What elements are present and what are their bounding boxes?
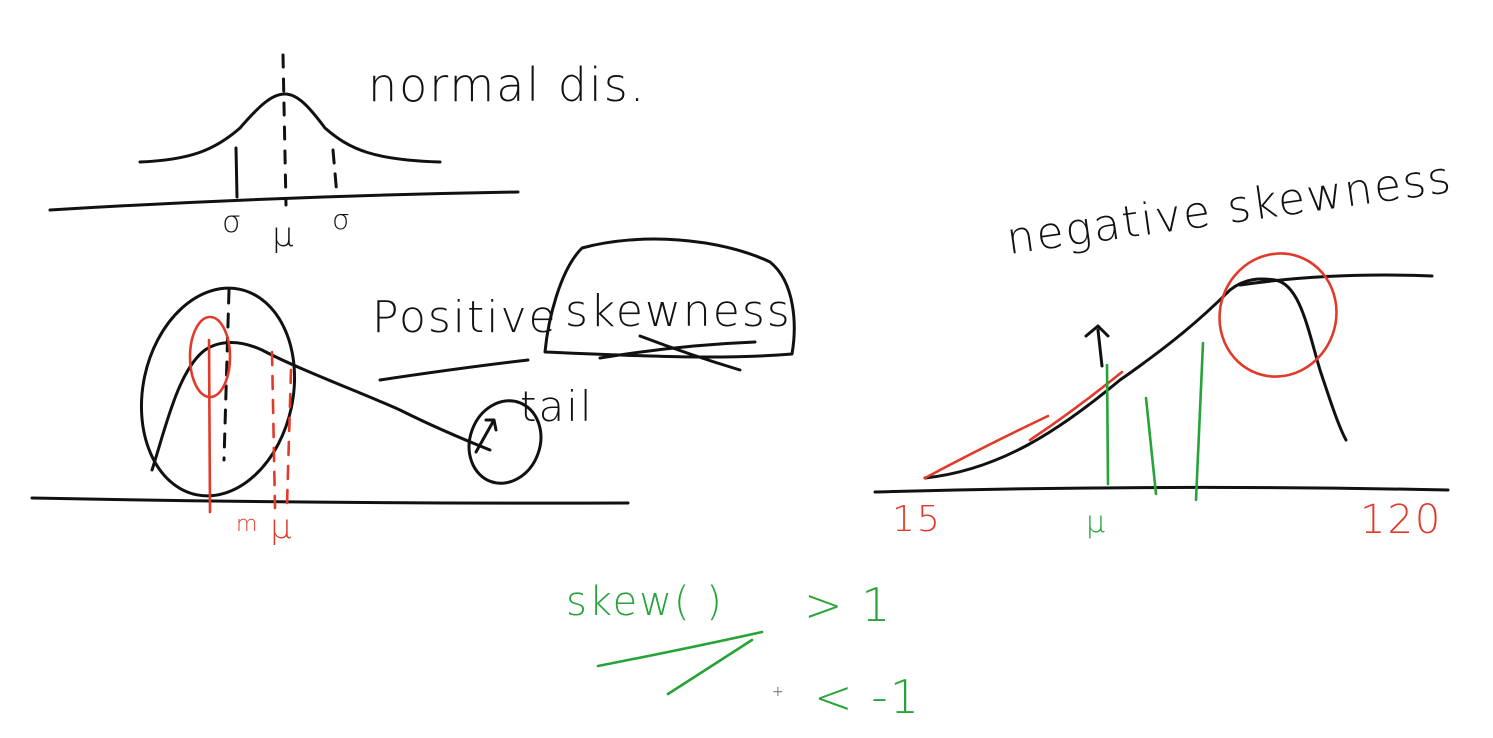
normal-right-sigma-line xyxy=(331,148,339,198)
red-mean-line-a xyxy=(270,350,277,510)
skew-greater-than-label: > 1 xyxy=(804,578,893,632)
mode-region-circle xyxy=(139,286,297,498)
negative-axis-max-label: 120 xyxy=(1360,497,1443,543)
normal-bell-curve xyxy=(138,92,442,164)
red-mode-line xyxy=(207,338,212,514)
negative-skewness-sketch xyxy=(873,252,1450,502)
normal-mean-dashed-line xyxy=(281,53,288,207)
positive-axis-mu-label: μ xyxy=(270,507,294,547)
skew-less-than-label: < -1 xyxy=(814,670,922,724)
tail-circle xyxy=(467,399,543,485)
normal-axis-sigma-left: σ xyxy=(222,205,244,240)
positive-skewness-title-word2: skewness xyxy=(565,286,792,337)
tail-pointer-arrow xyxy=(474,418,498,454)
negative-skewed-curve xyxy=(923,277,1348,480)
positive-skewness-sketch xyxy=(30,237,796,514)
green-median-line xyxy=(1144,396,1158,496)
formula-underline xyxy=(596,630,764,668)
positive-axis-line xyxy=(30,496,630,505)
red-left-tail-stroke-b xyxy=(1028,370,1124,442)
negative-axis-line xyxy=(873,485,1450,494)
normal-axis-mu: μ xyxy=(272,215,296,255)
skewness-underline xyxy=(598,340,757,360)
normal-axis-line xyxy=(48,190,520,212)
tail-label: tail xyxy=(520,382,594,431)
normal-distribution-title: normal dis. xyxy=(368,58,647,112)
red-mean-line-b xyxy=(285,368,293,507)
positive-axis-mode-label: m xyxy=(236,512,260,537)
skew-formula-strokes xyxy=(596,630,764,696)
normal-left-sigma-line xyxy=(234,146,239,199)
skewness-cross-stroke xyxy=(638,334,742,372)
title-underline xyxy=(378,358,530,382)
skewness-box xyxy=(543,237,796,359)
positive-skewed-curve xyxy=(150,341,492,472)
negative-peak-line xyxy=(1238,273,1434,287)
normal-axis-sigma-right: σ xyxy=(332,203,352,236)
green-mode-line xyxy=(1194,341,1205,502)
skew-function-label: skew( ) xyxy=(566,579,724,625)
formula-diagonal xyxy=(666,638,754,696)
negative-axis-min-label: 15 xyxy=(892,499,942,540)
negative-pointer-arrow xyxy=(1084,324,1110,368)
green-mean-line xyxy=(1105,363,1110,486)
positive-mode-dashed-line xyxy=(222,288,231,462)
positive-skewness-title-word1: Positive xyxy=(372,292,558,343)
negative-axis-mu-label: μ xyxy=(1086,505,1108,540)
normal-distribution-sketch xyxy=(48,53,520,212)
negative-peak-red-circle xyxy=(1218,252,1338,378)
crosshair-cursor-icon: + xyxy=(772,684,784,700)
red-left-tail-stroke-a xyxy=(923,414,1050,480)
